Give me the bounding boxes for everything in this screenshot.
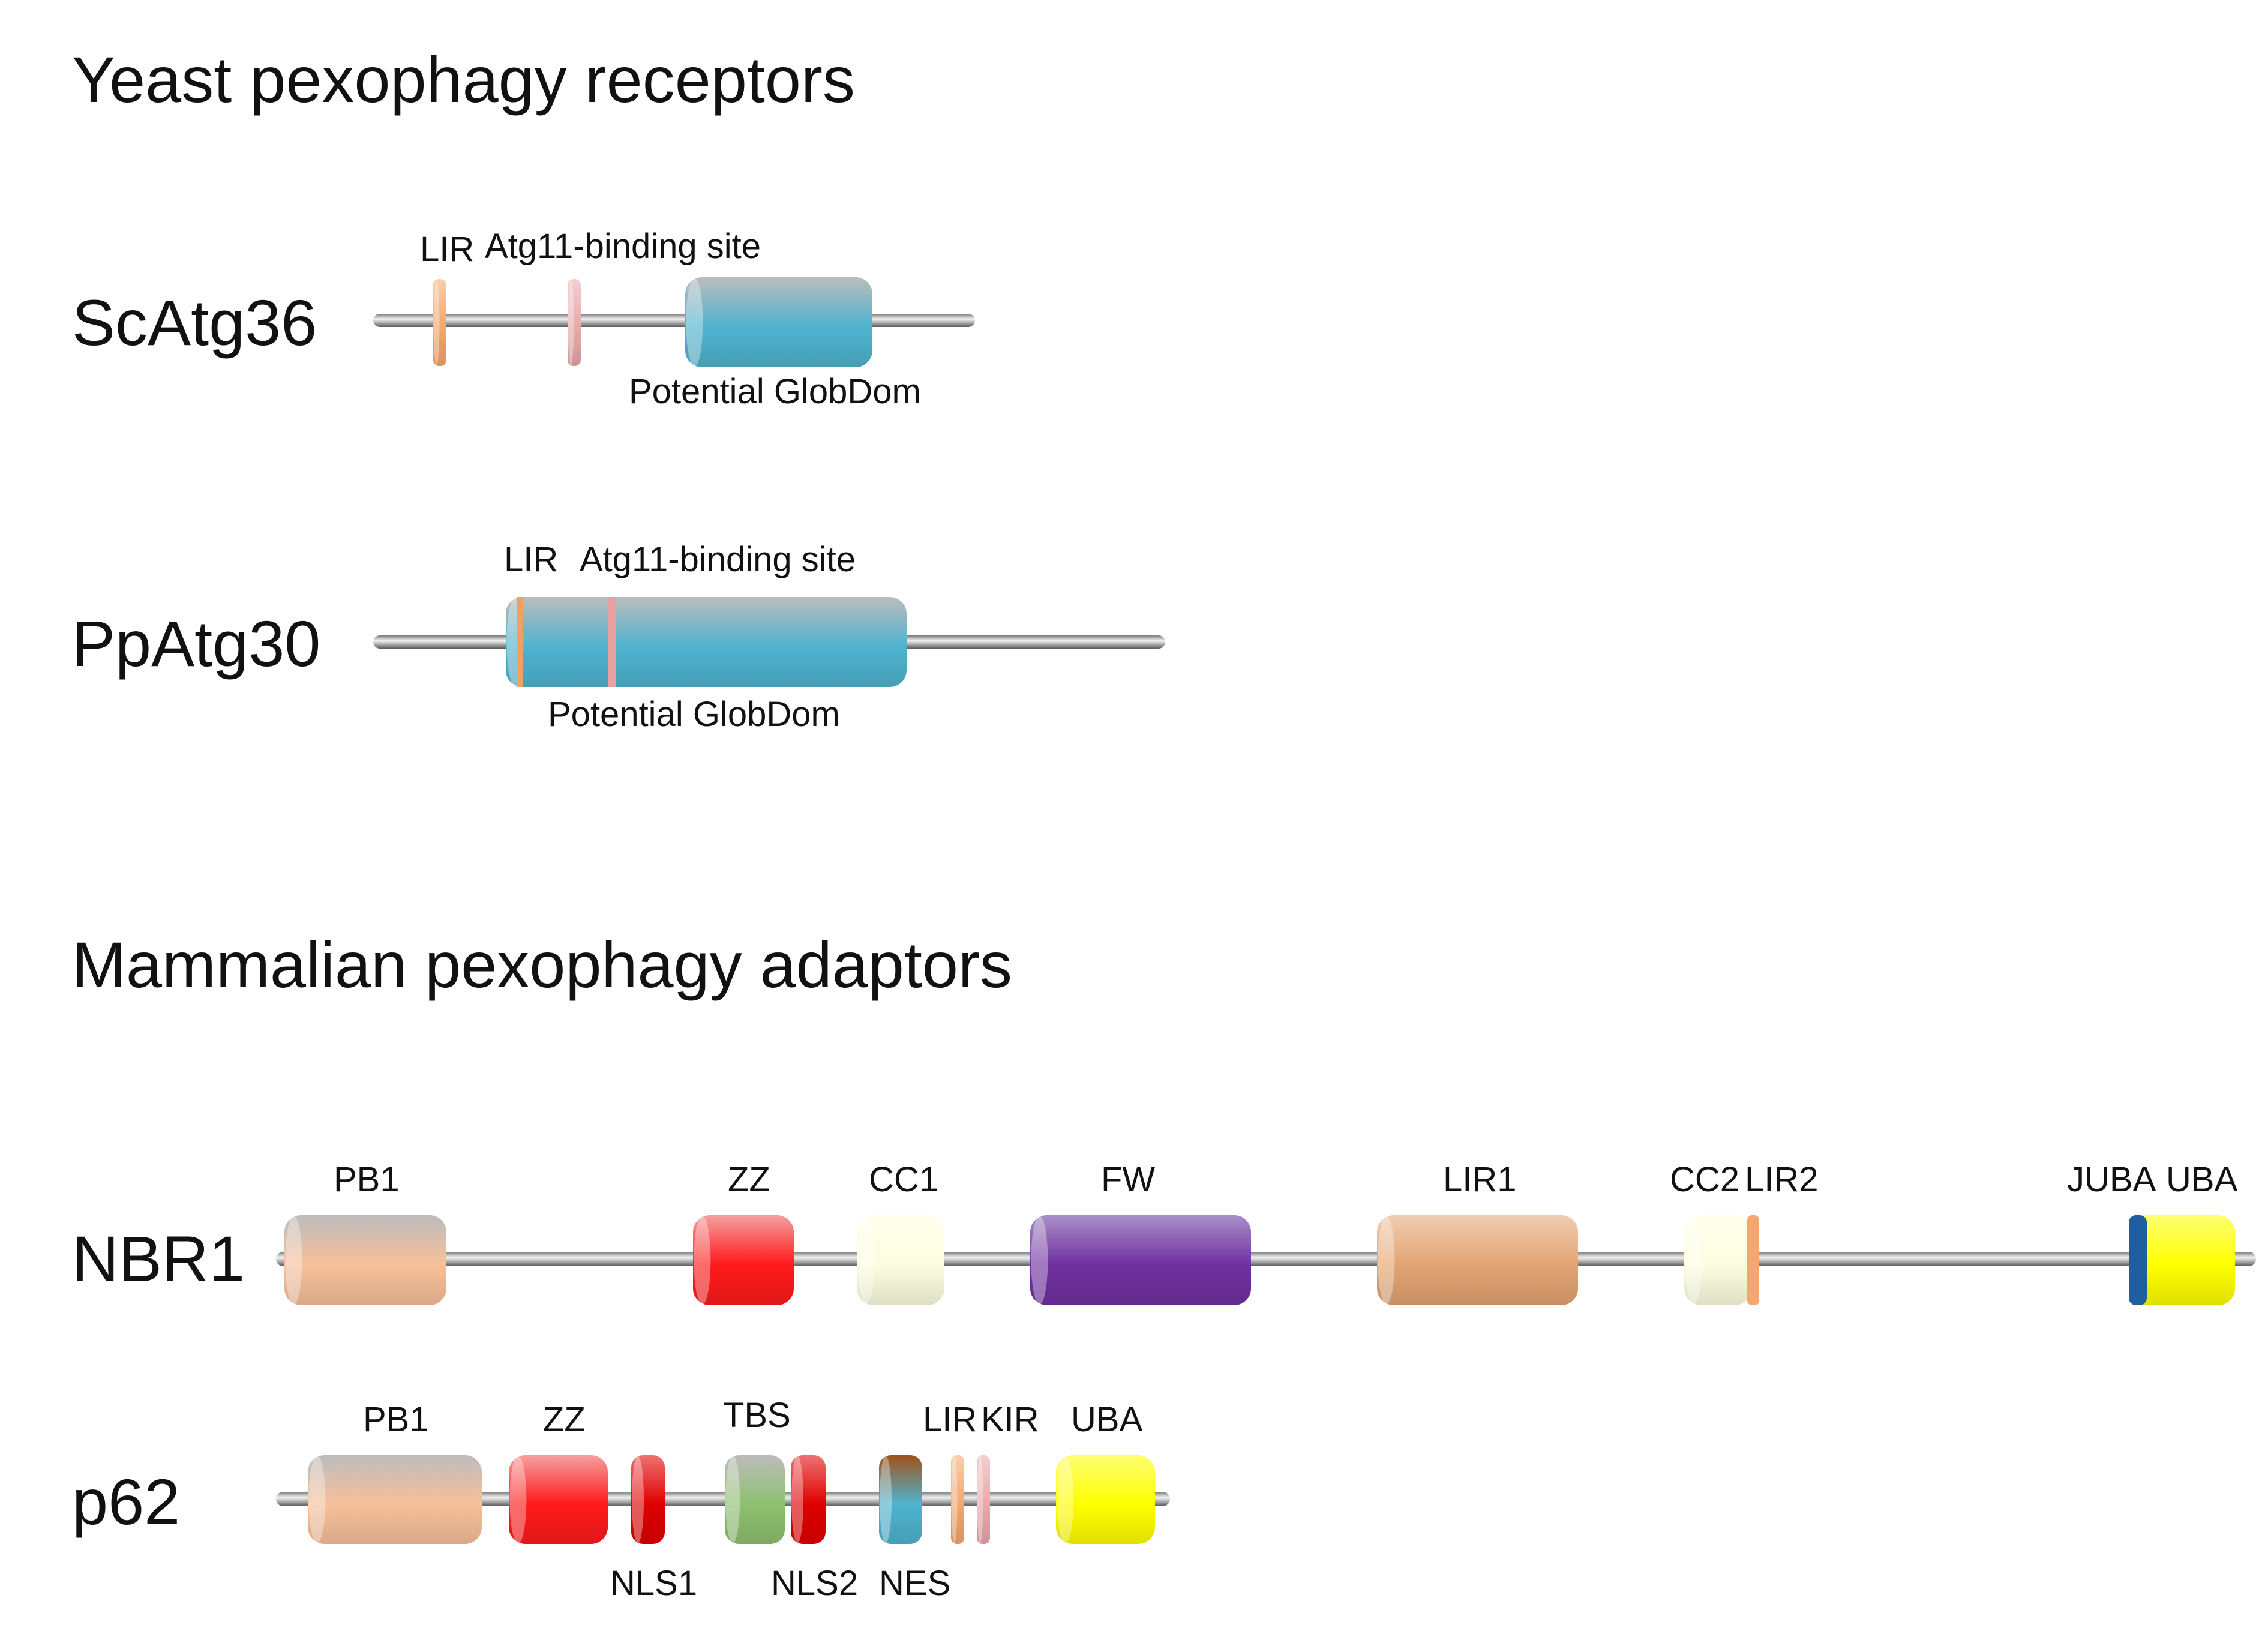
domain-end-cap: [308, 1456, 326, 1543]
domain-end-cap: [568, 280, 574, 365]
ppatg30-globdom-label: Potential GlobDom: [548, 695, 840, 734]
section-title-yeast: Yeast pexophagy receptors: [72, 43, 855, 116]
scatg36-lir-domain: [433, 279, 446, 366]
scatg36-globdom-domain: [685, 277, 872, 367]
nbr1-lir2-label: LIR2: [1745, 1160, 1819, 1199]
domain-end-cap: [433, 280, 440, 365]
nbr1-fw-label: FW: [1101, 1160, 1155, 1199]
backbone-scatg36: [373, 314, 975, 327]
domain-end-cap: [285, 1216, 302, 1305]
p62-tbs-label: TBS: [723, 1396, 791, 1435]
nbr1-lir2-stripe: [1747, 1215, 1759, 1305]
domain-end-cap: [1057, 1456, 1074, 1543]
nbr1-pb1-domain: [284, 1215, 446, 1305]
protein-name-scatg36: ScAtg36: [72, 286, 317, 359]
nbr1-lir1-label: LIR1: [1443, 1160, 1517, 1199]
nbr1-zz-domain: [693, 1215, 794, 1305]
nbr1-zz-label: ZZ: [728, 1160, 770, 1199]
domain-end-cap: [857, 1216, 875, 1305]
p62-kir-domain: [977, 1455, 990, 1544]
ppatg30-globdom-domain: [506, 597, 907, 687]
domain-end-cap: [725, 1456, 740, 1543]
nbr1-uba-label: UBA: [2166, 1160, 2238, 1199]
p62-pb1-label: PB1: [363, 1400, 429, 1439]
scatg36-lir-label: LIR: [420, 230, 474, 269]
nbr1-cc1-label: CC1: [869, 1160, 938, 1199]
domain-end-cap: [951, 1456, 958, 1543]
protein-name-nbr1: NBR1: [72, 1222, 245, 1295]
ppatg30-lir-label: LIR: [504, 540, 558, 579]
domain-end-cap: [880, 1456, 892, 1543]
p62-nes-label: NES: [879, 1564, 950, 1603]
backbone-p62: [276, 1492, 1170, 1506]
nbr1-fw-domain: [1030, 1215, 1251, 1305]
nbr1-cc2-label: CC2: [1670, 1160, 1739, 1199]
domain-end-cap: [694, 1216, 711, 1305]
domain-end-cap: [1031, 1216, 1048, 1305]
domain-end-cap: [791, 1456, 803, 1543]
scatg36-atg11-domain: [568, 279, 581, 366]
nbr1-cc1-domain: [857, 1215, 944, 1305]
p62-zz-domain: [509, 1455, 608, 1544]
ppatg30-atg11-label: Atg11-binding site: [580, 540, 856, 579]
p62-lir-domain: [951, 1455, 964, 1544]
backbone-nbr1: [276, 1252, 2256, 1266]
scatg36-globdom-label: Potential GlobDom: [629, 372, 921, 411]
p62-nls1-label: NLS1: [610, 1564, 697, 1603]
domain-end-cap: [1378, 1216, 1395, 1305]
p62-kir-label: KIR: [981, 1400, 1039, 1439]
p62-nes-domain: [879, 1455, 922, 1544]
p62-nls1-domain: [631, 1455, 665, 1544]
ppatg30-lir-stripe: [517, 597, 523, 687]
domain-end-cap: [1685, 1216, 1702, 1305]
nbr1-pb1-label: PB1: [334, 1160, 400, 1199]
p62-uba-label: UBA: [1071, 1400, 1143, 1439]
nbr1-juba-stripe: [2129, 1215, 2147, 1305]
domain-end-cap: [632, 1456, 644, 1543]
domain-end-cap: [977, 1456, 983, 1543]
protein-name-ppatg30: PpAtg30: [72, 607, 320, 680]
domain-end-cap: [509, 1456, 527, 1543]
p62-uba-domain: [1056, 1455, 1155, 1544]
p62-nls2-domain: [791, 1455, 826, 1544]
protein-name-p62: p62: [72, 1465, 180, 1538]
p62-tbs-domain: [725, 1455, 785, 1544]
scatg36-atg11-label: Atg11-binding site: [485, 227, 761, 266]
p62-lir-label: LIR: [923, 1400, 977, 1439]
p62-zz-label: ZZ: [543, 1400, 586, 1439]
ppatg30-atg11-stripe: [608, 597, 616, 687]
domain-end-cap: [686, 278, 703, 367]
nbr1-lir1-domain: [1377, 1215, 1578, 1305]
nbr1-cc2-domain: [1684, 1215, 1751, 1305]
section-title-mammalian: Mammalian pexophagy adaptors: [72, 928, 1012, 1001]
p62-pb1-domain: [308, 1455, 482, 1544]
nbr1-juba-label: JUBA: [2067, 1160, 2156, 1199]
p62-nls2-label: NLS2: [771, 1564, 858, 1603]
